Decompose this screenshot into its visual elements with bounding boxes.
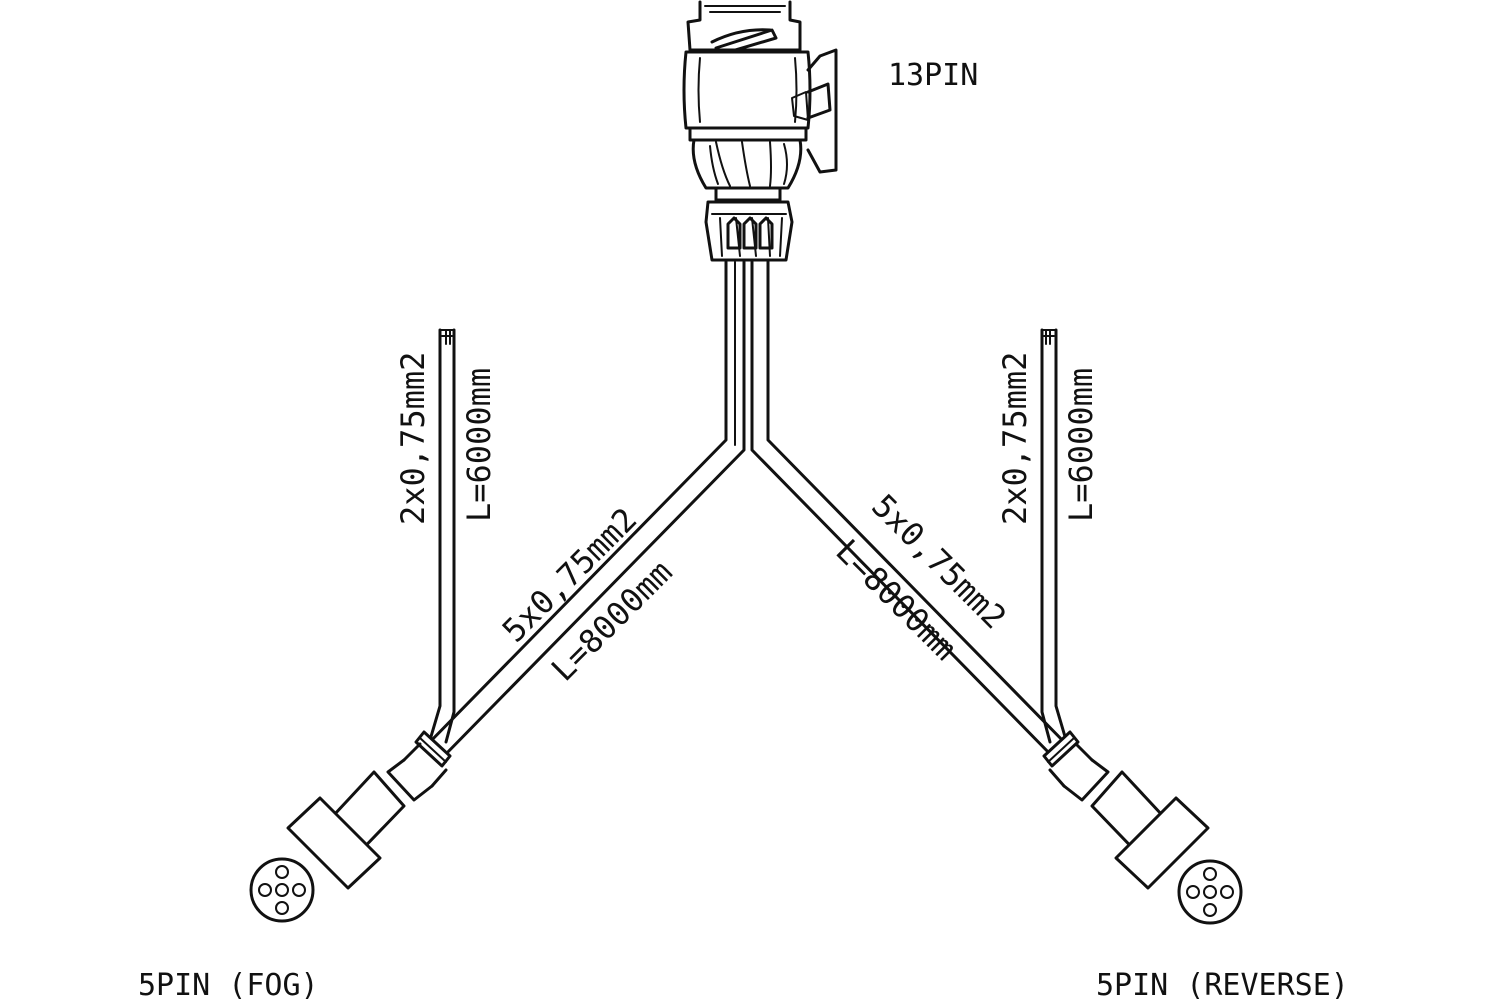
plug-5pin-reverse-icon bbox=[1042, 730, 1243, 925]
left-connector-label: 5PIN (FOG) bbox=[138, 968, 319, 1000]
right-branch-cable bbox=[1040, 328, 1068, 744]
left-branch-cable-length: L=6000mm bbox=[460, 368, 498, 522]
plug-13pin-icon bbox=[682, 0, 838, 262]
main-connector-label: 13PIN bbox=[888, 58, 978, 93]
right-connector-label: 5PIN (REVERSE) bbox=[1096, 968, 1349, 1000]
left-branch-cable bbox=[428, 328, 456, 744]
right-branch-cable-section: 2x0,75mm2 bbox=[996, 352, 1034, 525]
main-cable bbox=[422, 260, 1072, 760]
left-branch-cable-section: 2x0,75mm2 bbox=[394, 352, 432, 525]
plug-5pin-fog-icon bbox=[249, 730, 452, 923]
right-branch-cable-length: L=6000mm bbox=[1062, 368, 1100, 522]
